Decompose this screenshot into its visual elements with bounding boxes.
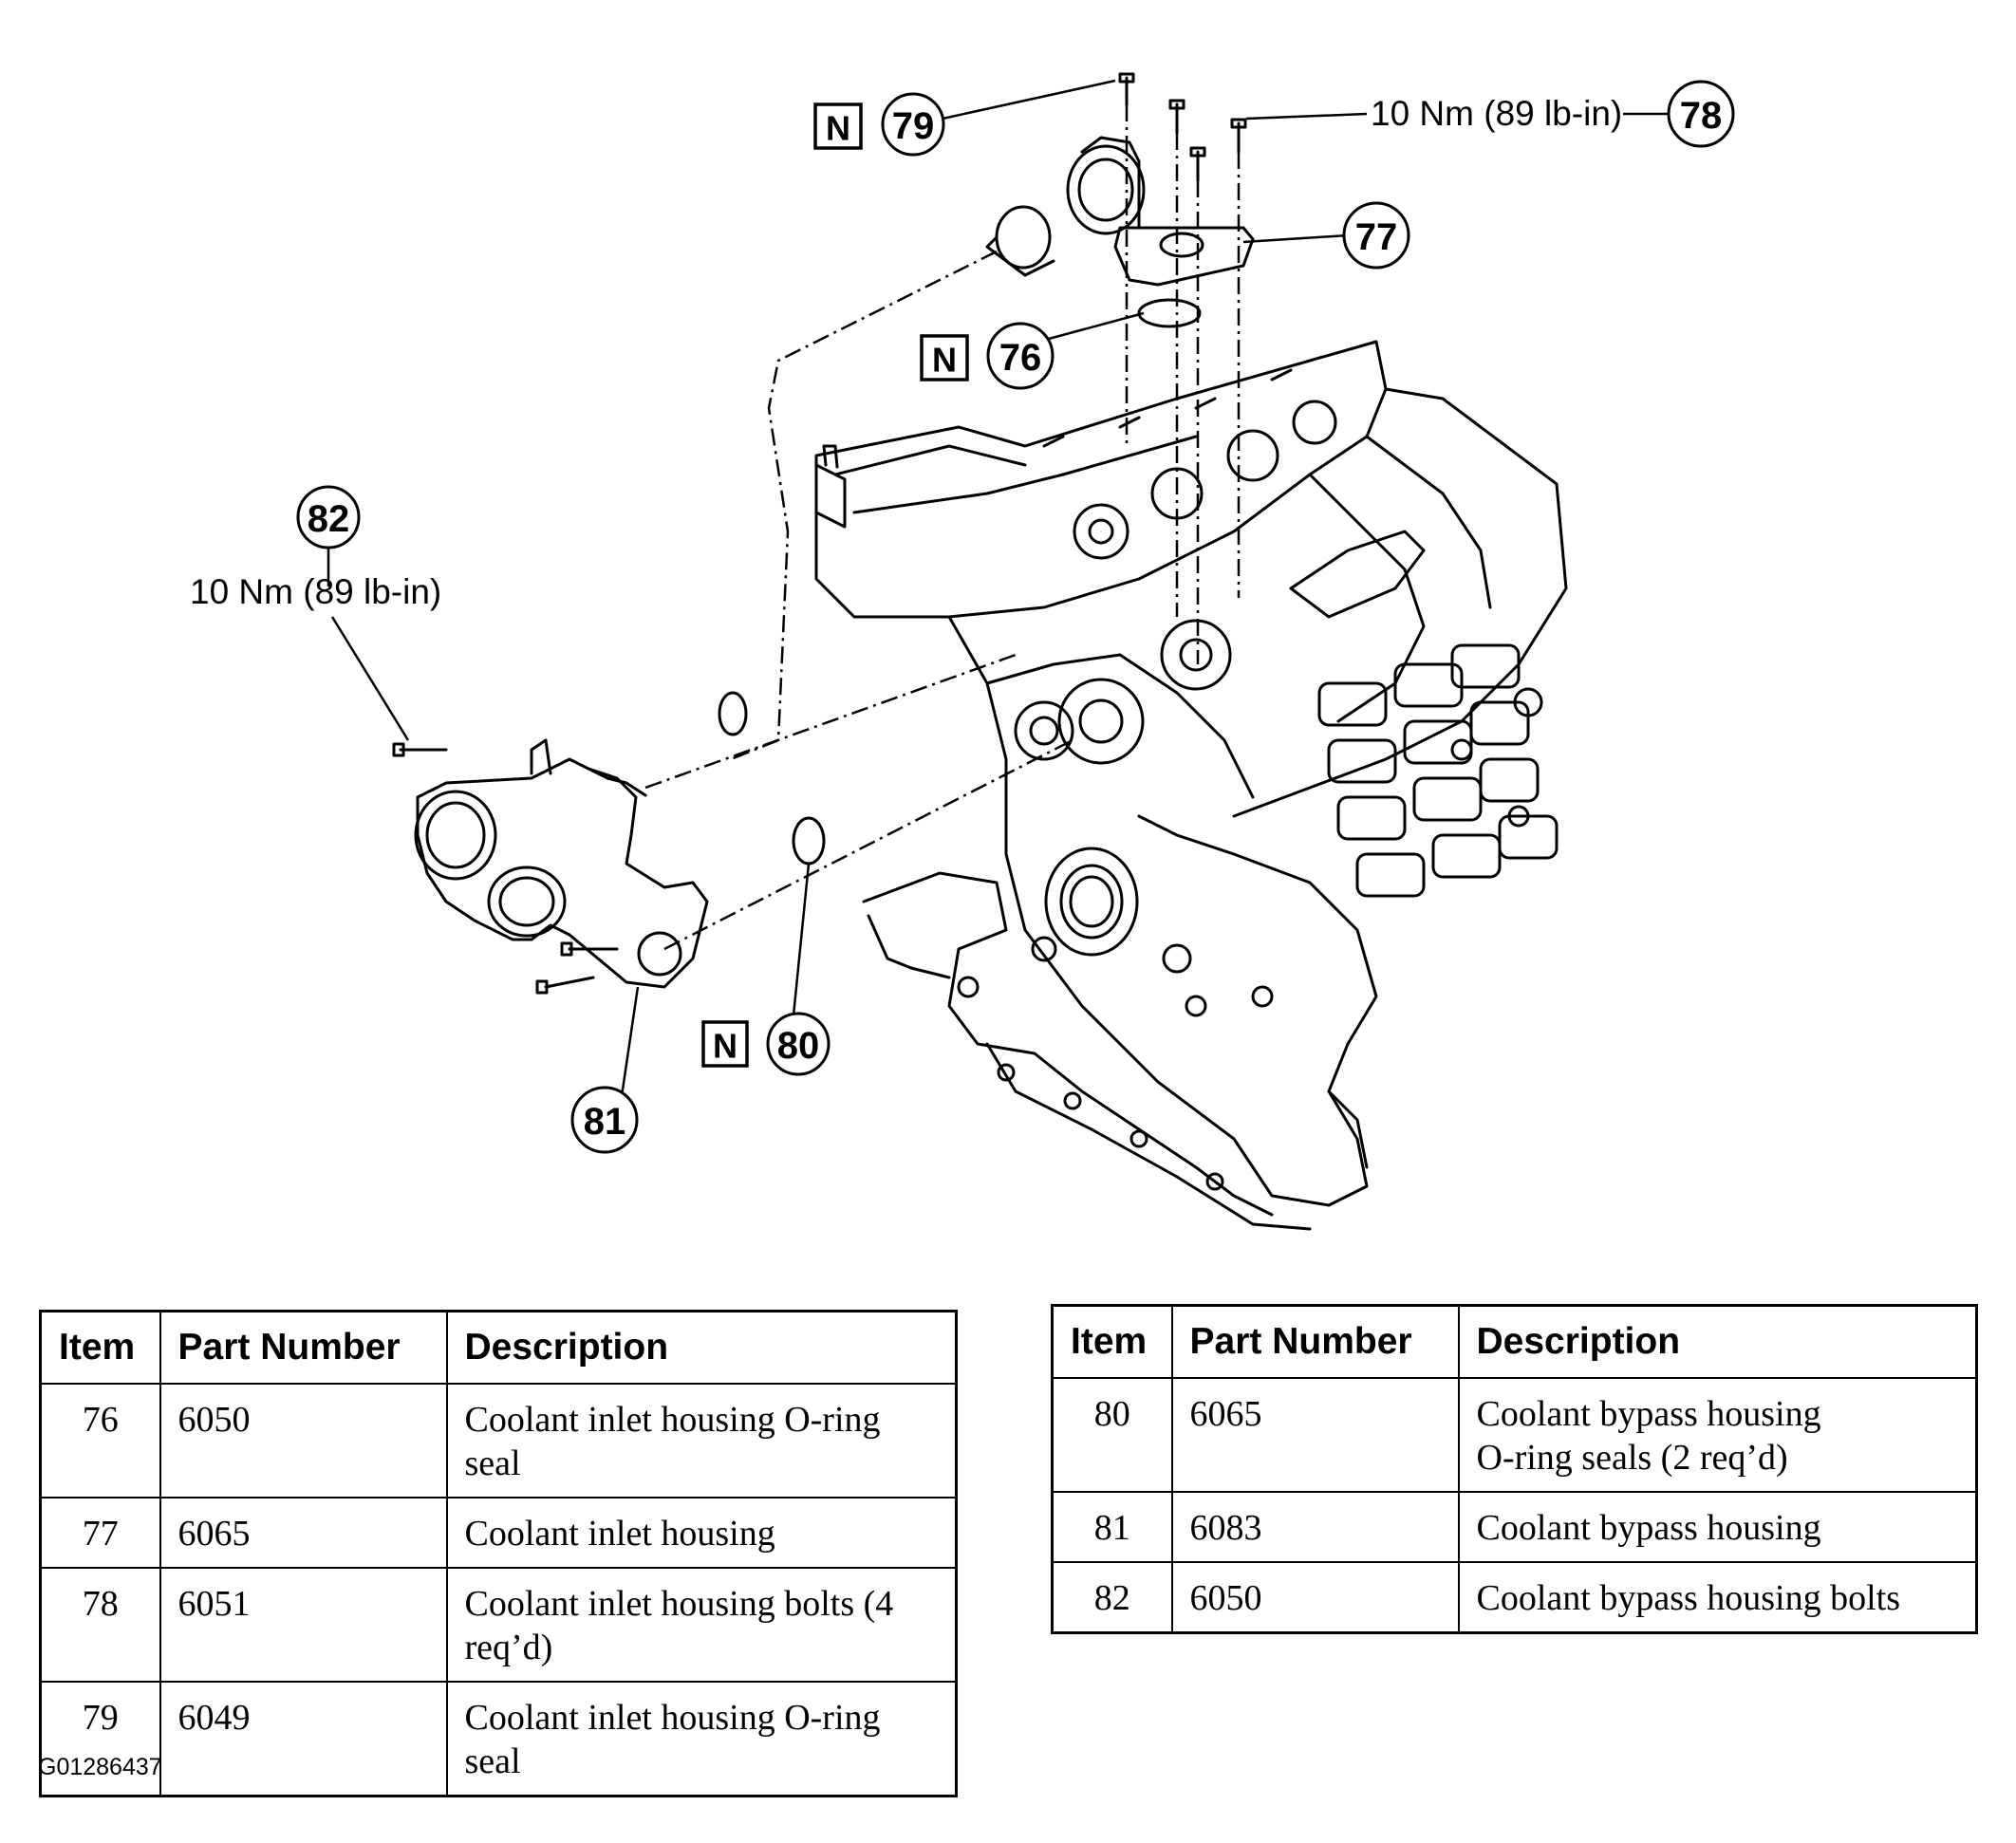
callout-82-circle [296, 485, 361, 549]
exploded-view-diagram: 79 78 77 76 82 80 81 N N N 10 Nm (89 lb-… [190, 72, 1735, 1231]
description-line: Coolant bypass housing [1476, 1394, 1821, 1434]
description-line: Coolant bypass housing [1476, 1508, 1821, 1548]
n-marker-79: N [826, 109, 850, 148]
cell-item: 80 [1051, 1377, 1173, 1493]
description-line: O-ring seals (2 req’d) [1476, 1438, 1788, 1478]
coolant-bypass-housing [392, 691, 826, 995]
description-line: Coolant inlet housing O-ring [464, 1698, 881, 1738]
description-line: seal [464, 1443, 521, 1483]
cell-part-number: 6049 [159, 1681, 448, 1797]
header-description: Description [1457, 1304, 1978, 1379]
description-line: req’d) [464, 1628, 553, 1667]
cell-description: Coolant bypass housing bolts [1457, 1561, 1978, 1634]
cell-item: 78 [39, 1567, 161, 1683]
parts-table-right: Item Part Number Description 80 6065 Coo… [1051, 1304, 1978, 1634]
cell-description: Coolant inlet housing bolts (4 req’d) [445, 1567, 958, 1683]
callout-79: 79 [892, 105, 935, 147]
table-header-row: Item Part Number Description [1051, 1304, 1978, 1379]
callout-78: 78 [1680, 95, 1723, 137]
cell-description: Coolant bypass housing [1457, 1491, 1978, 1563]
cell-part-number: 6065 [159, 1497, 448, 1569]
callout-77-circle [1342, 201, 1410, 270]
n-marker-76: N [932, 341, 957, 380]
header-description: Description [445, 1310, 958, 1385]
callout-80: 80 [777, 1025, 820, 1067]
cell-part-number: 6050 [1170, 1561, 1460, 1634]
callout-82: 82 [308, 498, 350, 540]
n-marker-79-box [813, 102, 863, 150]
table-header-row: Item Part Number Description [39, 1310, 958, 1385]
cell-part-number: 6083 [1170, 1491, 1460, 1563]
cell-part-number: 6050 [159, 1383, 448, 1499]
leader-lines [327, 79, 1669, 1097]
torque-label-78: 10 Nm (89 lb-in) [1371, 94, 1622, 133]
table-row: 78 6051 Coolant inlet housing bolts (4 re… [39, 1567, 958, 1683]
n-marker-80-box [701, 1020, 749, 1068]
cell-item: 79 [39, 1681, 161, 1797]
callout-80-circle [766, 1012, 831, 1076]
cell-item: 77 [39, 1497, 161, 1569]
description-line: Coolant inlet housing O-ring [464, 1400, 881, 1440]
cell-description: Coolant inlet housing [445, 1497, 958, 1569]
cell-part-number: 6051 [159, 1567, 448, 1683]
callout-76-circle [986, 322, 1055, 390]
callout-77: 77 [1355, 216, 1398, 258]
header-item: Item [1051, 1304, 1173, 1379]
callout-81-circle [570, 1086, 639, 1154]
table-row: 81 6083 Coolant bypass housing [1051, 1491, 1978, 1563]
engine-block [814, 340, 1568, 1231]
description-line: seal [464, 1741, 521, 1781]
table-row: 82 6050 Coolant bypass housing bolts [1051, 1561, 1978, 1634]
description-line: Coolant inlet housing [464, 1514, 775, 1554]
cell-item: 82 [1051, 1561, 1173, 1634]
cell-part-number: 6065 [1170, 1377, 1460, 1493]
table-row: 77 6065 Coolant inlet housing [39, 1497, 958, 1569]
cell-item: 81 [1051, 1491, 1173, 1563]
torque-label-82: 10 Nm (89 lb-in) [190, 572, 441, 611]
header-part-number: Part Number [1170, 1304, 1460, 1379]
n-marker-80: N [713, 1027, 737, 1066]
figure-id: G01286437 [38, 1754, 162, 1780]
callout-76: 76 [999, 337, 1042, 379]
header-part-number: Part Number [159, 1310, 448, 1385]
header-item: Item [39, 1310, 161, 1385]
callout-78-circle [1667, 80, 1735, 148]
coolant-inlet-housing [985, 72, 1255, 328]
parts-table-left: Item Part Number Description 76 6050 Coo… [39, 1310, 958, 1797]
callout-79-circle [881, 92, 945, 157]
cell-item: 76 [39, 1383, 161, 1499]
description-line: Coolant bypass housing bolts [1476, 1578, 1901, 1618]
callout-81: 81 [584, 1101, 626, 1143]
alignment-lines [644, 104, 1241, 951]
description-line: Coolant inlet housing bolts (4 [464, 1584, 894, 1624]
n-marker-76-box [920, 334, 969, 382]
